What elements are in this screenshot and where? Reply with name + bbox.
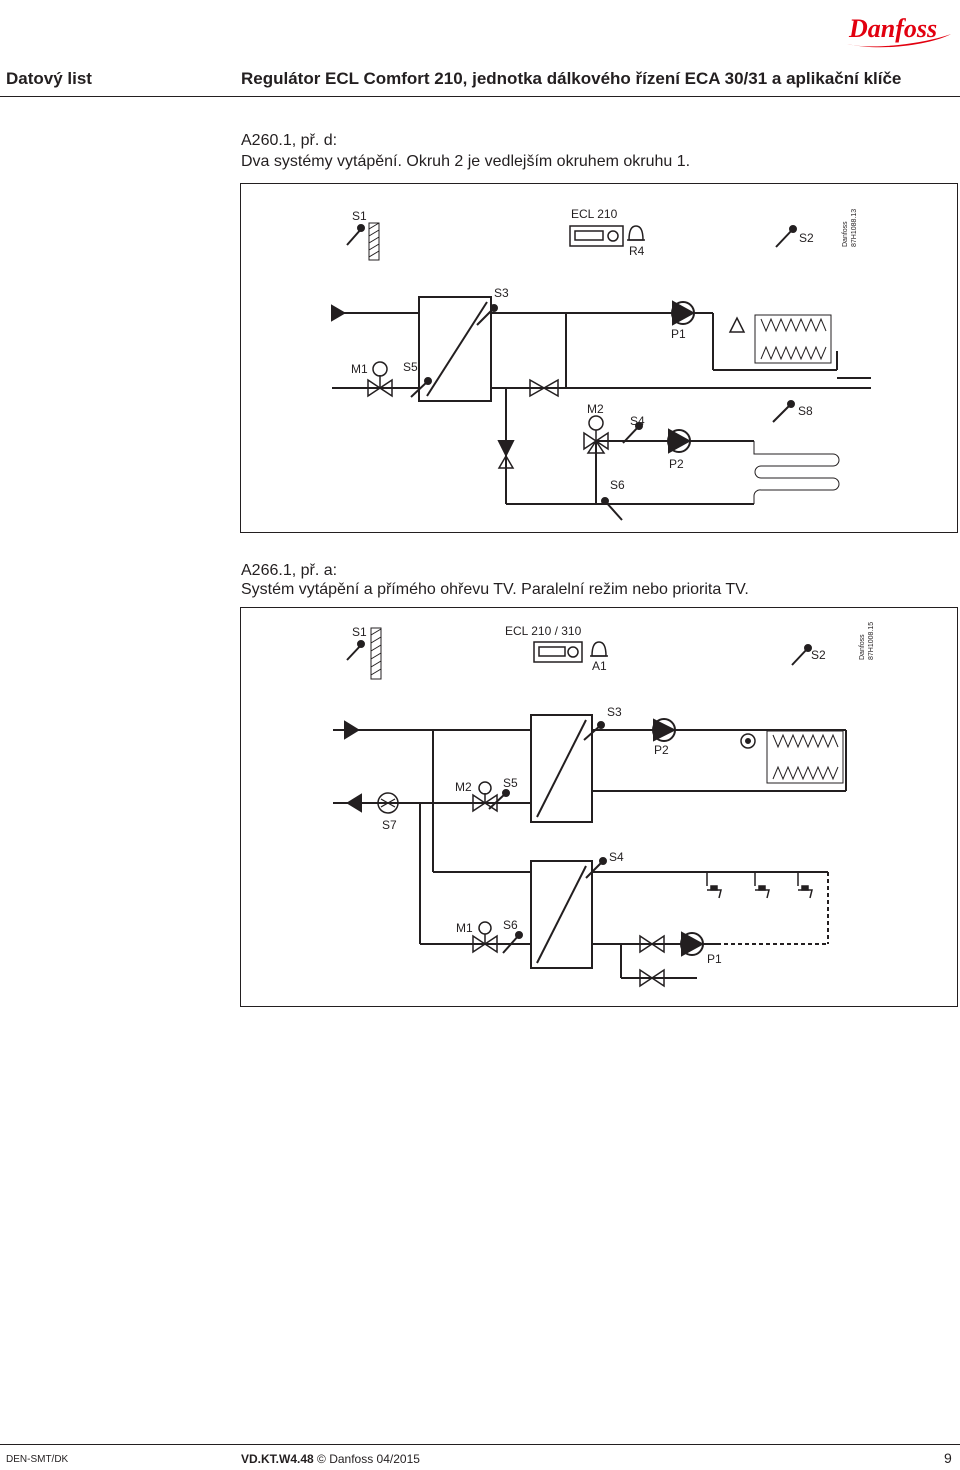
pump-p2-icon xyxy=(652,718,676,742)
wall-hatch-icon xyxy=(368,222,380,261)
return-arrow-icon xyxy=(346,793,362,813)
diagram1-frame: S1 ECL 210 R4 S2 S3 P1 M1 S5 M2 S4 S8 P2… xyxy=(240,183,958,533)
diagram1-schematic xyxy=(331,222,871,521)
label-s3: S3 xyxy=(494,286,509,300)
drawing-tag-brand: Danfoss xyxy=(859,634,866,660)
check-valve-icon xyxy=(639,934,665,954)
control-valve-m2-icon xyxy=(472,781,498,813)
heat-meter-s7-icon xyxy=(377,792,399,814)
flow-arrow-down-icon xyxy=(497,440,515,458)
room-sensor-s2-icon xyxy=(775,225,797,248)
floor-heating-icon xyxy=(753,441,840,504)
pump-p1-icon xyxy=(671,301,695,325)
check-valve-2-icon xyxy=(497,454,515,469)
heat-exchanger-1-icon xyxy=(530,714,593,823)
sensor-s4-icon xyxy=(622,422,643,444)
label-m2: M2 xyxy=(587,402,604,416)
label-s7: S7 xyxy=(382,818,397,832)
drawing-tag-code: 87H1008.15 xyxy=(868,621,875,660)
sensor-s8-icon xyxy=(772,400,795,423)
label-p2: P2 xyxy=(669,457,684,471)
label-s8: S8 xyxy=(798,404,813,418)
page-title: Regulátor ECL Comfort 210, jednotka dálk… xyxy=(241,69,902,88)
label-s1: S1 xyxy=(352,209,367,223)
danfoss-logo: Danfoss xyxy=(847,14,951,48)
control-valve-m1-icon xyxy=(367,361,393,398)
pump-p1-icon xyxy=(680,932,704,956)
label-m2: M2 xyxy=(455,780,472,794)
label-s4: S4 xyxy=(630,414,645,428)
label-m1: M1 xyxy=(456,921,473,935)
tap-3-icon xyxy=(797,872,813,899)
ecl-controller-icon xyxy=(569,225,624,247)
diagram2-frame: S1 ECL 210 / 310 A1 S2 S3 P2 M2 S5 S7 S4… xyxy=(240,607,958,1007)
footer-reference: VD.KT.W4.48 © Danfoss 04/2015 xyxy=(241,1452,420,1466)
drawing-tag-code: 87H1088.13 xyxy=(851,208,858,247)
control-valve-m1-icon xyxy=(472,921,498,954)
label-s5: S5 xyxy=(403,360,418,374)
tap-1-icon xyxy=(706,872,722,899)
label-s5: S5 xyxy=(503,776,518,790)
label-r4: R4 xyxy=(629,244,645,258)
label-ecl: ECL 210 / 310 xyxy=(505,624,582,638)
label-s4: S4 xyxy=(609,850,624,864)
label-s3: S3 xyxy=(607,705,622,719)
diagram1-caption-text: Dva systémy vytápění. Okruh 2 je vedlejš… xyxy=(241,153,691,170)
radiator-icon xyxy=(766,730,844,784)
check-valve-2-icon xyxy=(639,968,665,988)
flow-arrow-icon xyxy=(331,304,346,322)
section-label: Datový list xyxy=(6,69,92,88)
sensor-s6-icon xyxy=(502,931,523,954)
diagram1-caption-id: A260.1, př. d: xyxy=(241,132,338,149)
sensor-s6-icon xyxy=(601,497,623,521)
label-s1: S1 xyxy=(352,625,367,639)
alarm-bell-icon xyxy=(590,641,608,657)
expansion-icon xyxy=(728,316,746,333)
label-s6: S6 xyxy=(610,478,625,492)
sensor-s4-icon xyxy=(585,857,607,879)
heat-exchanger-1-icon xyxy=(418,296,492,402)
footer-divider xyxy=(0,1444,960,1445)
sensor-s5-icon xyxy=(410,377,432,398)
wall-hatch-icon xyxy=(370,627,382,680)
diagram2-caption-text: Systém vytápění a přímého ohřevu TV. Par… xyxy=(241,581,749,598)
drawing-tag-brand: Danfoss xyxy=(842,221,849,247)
outdoor-sensor-s1-icon xyxy=(346,640,365,661)
label-p1: P1 xyxy=(707,952,722,966)
sensor-s3-icon xyxy=(476,304,498,326)
label-a1: A1 xyxy=(592,659,607,673)
tap-2-icon xyxy=(754,872,770,899)
label-m1: M1 xyxy=(351,362,368,376)
label-s2: S2 xyxy=(799,231,814,245)
label-p2: P2 xyxy=(654,743,669,757)
footer-ref-copyright: © Danfoss 04/2015 xyxy=(313,1452,420,1466)
header-divider xyxy=(0,96,960,97)
sensor-s5-icon xyxy=(488,789,510,810)
diagram2-caption-id: A266.1, př. a: xyxy=(241,562,338,579)
footer-doc-code: DEN-SMT/DK xyxy=(6,1454,69,1465)
outdoor-sensor-s1-icon xyxy=(346,224,365,246)
heat-exchanger-2-icon xyxy=(530,860,593,969)
room-sensor-s2-icon xyxy=(791,644,812,666)
air-vent-icon xyxy=(740,733,756,749)
svg-text:Danfoss: Danfoss xyxy=(848,14,937,43)
three-way-valve-m2-icon xyxy=(583,415,609,454)
sensor-s3-icon xyxy=(583,721,605,741)
diagram2-schematic xyxy=(333,627,847,988)
footer-ref-code: VD.KT.W4.48 xyxy=(241,1452,314,1466)
label-s6: S6 xyxy=(503,918,518,932)
flow-arrow-icon xyxy=(344,720,360,740)
radiator-1-icon xyxy=(754,314,832,364)
ecl-controller-icon xyxy=(533,641,583,663)
alarm-bell-icon xyxy=(627,225,645,241)
label-p1: P1 xyxy=(671,327,686,341)
label-s2: S2 xyxy=(811,648,826,662)
label-ecl: ECL 210 xyxy=(571,207,618,221)
check-valve-icon xyxy=(529,378,559,398)
pump-p2-icon xyxy=(667,429,691,453)
page-number: 9 xyxy=(944,1450,952,1466)
